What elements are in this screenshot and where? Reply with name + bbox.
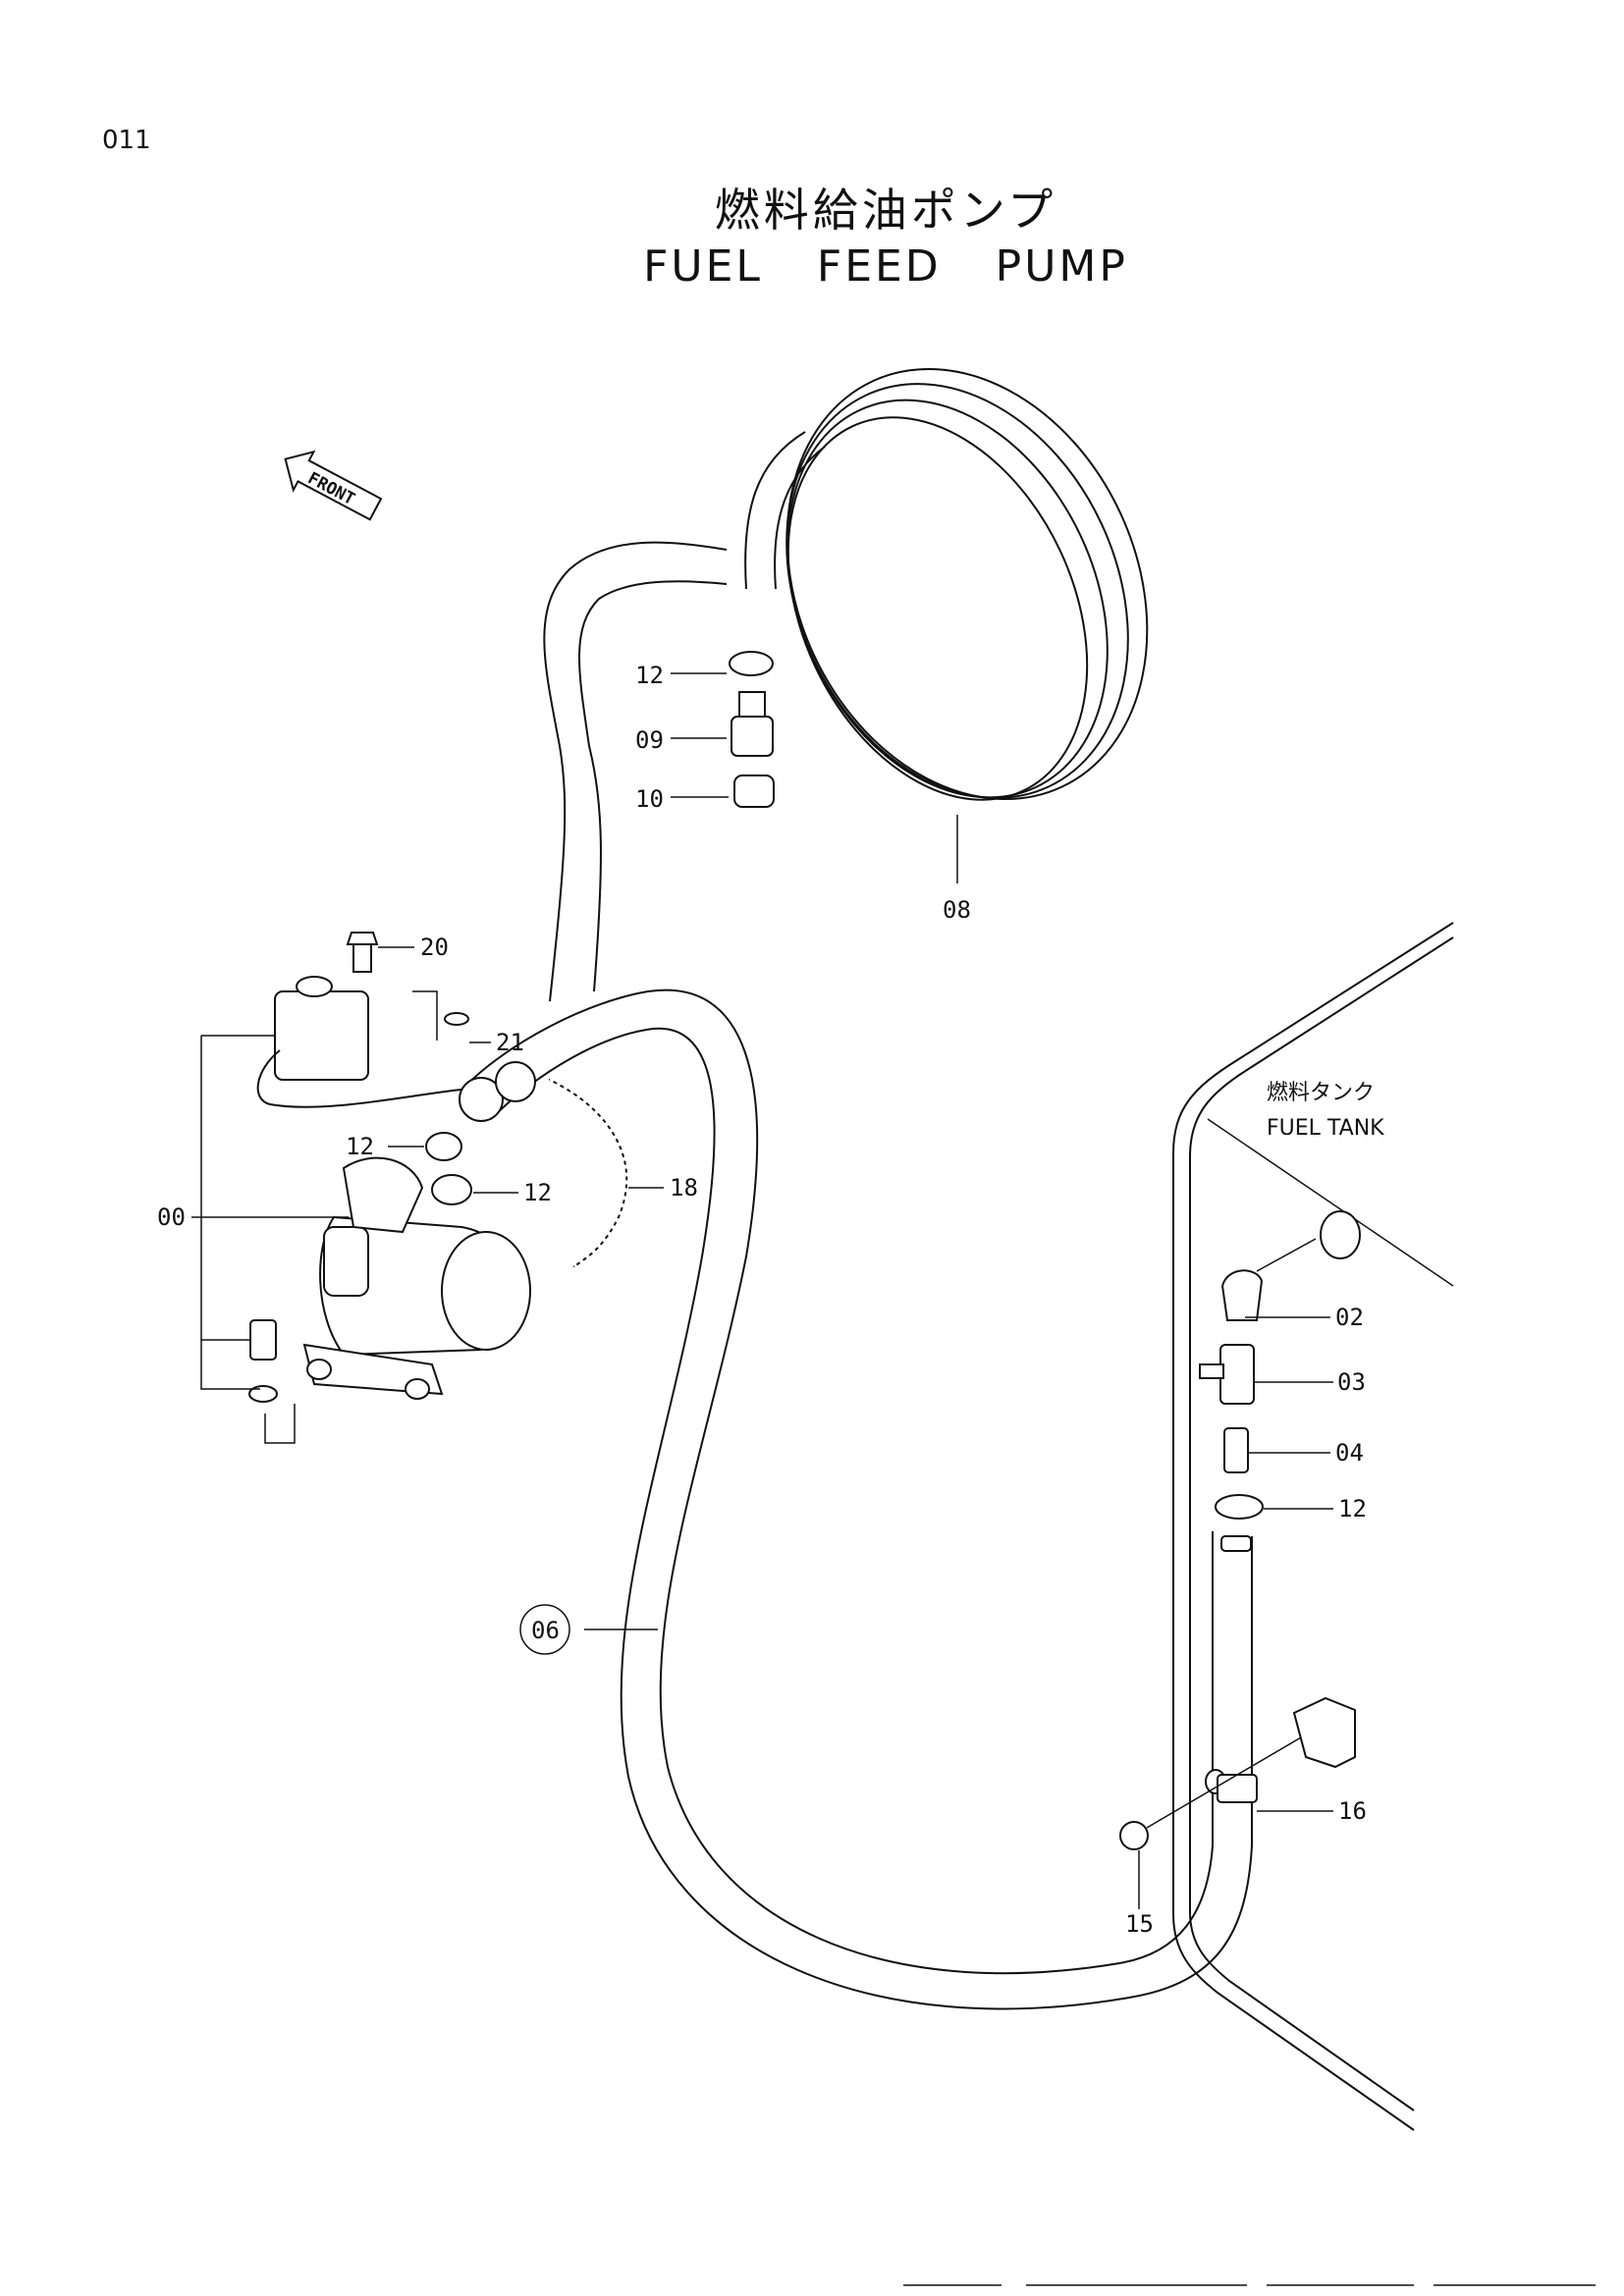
callout-08: 08 <box>943 896 971 924</box>
tank-fittings <box>1119 1210 1361 1850</box>
callout-12-top: 12 <box>635 662 664 689</box>
front-arrow-icon: FRONT <box>284 450 383 521</box>
fitting-group-top <box>729 651 775 808</box>
page-code: 011 <box>102 126 151 155</box>
callout-06: 06 <box>531 1617 560 1644</box>
title-english: FUEL FEED PUMP <box>643 241 1128 292</box>
callout-03: 03 <box>1337 1368 1366 1396</box>
callout-15: 15 <box>1125 1910 1154 1938</box>
fuel-tank <box>1172 922 1454 2131</box>
callout-12-tank: 12 <box>1338 1495 1367 1522</box>
corrugated-hose-18 <box>547 1075 632 1271</box>
callout-12-pump-b: 12 <box>523 1179 552 1206</box>
callout-20: 20 <box>420 934 449 961</box>
callout-10: 10 <box>635 785 664 813</box>
hose-coil-08 <box>744 367 1149 883</box>
title-japanese: 燃料給油ポンプ <box>714 184 1057 237</box>
callout-04: 04 <box>1335 1439 1364 1467</box>
callout-02: 02 <box>1335 1304 1364 1331</box>
callout-12-pump-a: 12 <box>346 1133 374 1160</box>
front-label: FRONT <box>304 468 358 509</box>
callout-00: 00 <box>157 1203 186 1231</box>
tank-label-en: FUEL TANK <box>1267 1116 1384 1141</box>
fuel-feed-pump-00 <box>248 932 531 1403</box>
callout-16: 16 <box>1338 1797 1367 1825</box>
hose-06 <box>460 541 1253 2010</box>
tank-label-jp: 燃料タンク <box>1267 1081 1375 1105</box>
callout-09: 09 <box>635 726 664 754</box>
callout-21: 21 <box>496 1029 524 1056</box>
callout-18: 18 <box>670 1174 698 1201</box>
